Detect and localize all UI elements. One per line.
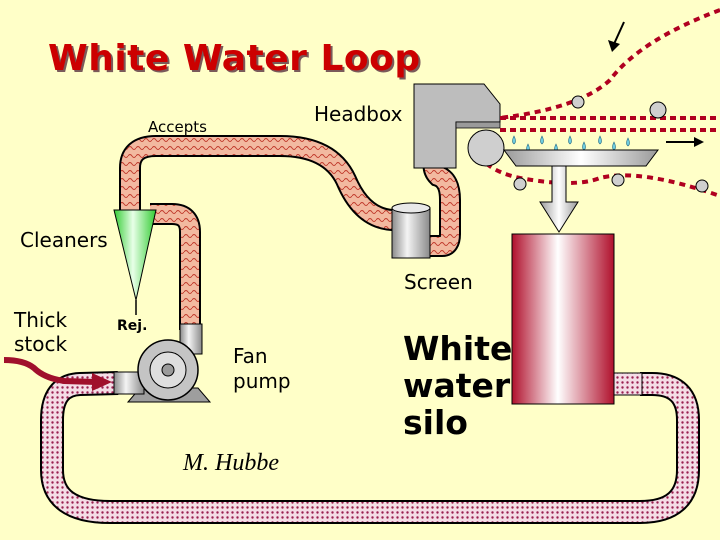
screen-label: Screen	[404, 270, 473, 294]
thick-stock-label: Thick stock	[14, 308, 67, 356]
accepts-pipe	[119, 135, 402, 231]
white-water-return-pipe	[40, 371, 700, 524]
thick-stock-line-1: Thick	[14, 308, 68, 332]
silo-line-2: water	[403, 366, 511, 405]
headbox-icon	[413, 83, 501, 169]
fan-pump-label: Fan pump	[233, 344, 291, 394]
accepts-label: Accepts	[148, 118, 207, 136]
pressure-screen-icon	[391, 202, 431, 259]
author-signature: M. Hubbe	[183, 450, 279, 476]
incoming-arrow-icon	[608, 21, 625, 52]
forming-wire-icon	[467, 8, 720, 198]
cleaners-label: Cleaners	[20, 228, 108, 252]
white-water-silo-label: White water silo	[403, 330, 512, 441]
diagram-title: White Water Loop	[48, 38, 421, 79]
silo-line-3: silo	[403, 403, 468, 442]
headbox-label: Headbox	[314, 102, 403, 126]
paper-direction-arrow-icon	[666, 137, 704, 147]
silo-icon	[511, 233, 615, 405]
rejects-label: Rej.	[117, 318, 148, 334]
silo-line-1: White	[403, 329, 513, 368]
wire-tray	[503, 149, 659, 167]
flow-arrow-icon	[539, 165, 579, 233]
silo-outlet	[613, 372, 643, 396]
cleaner-cone-icon	[113, 209, 157, 315]
screen-to-headbox-pipe	[422, 157, 461, 257]
fan-pump-icon	[113, 323, 212, 403]
fan-pump-line-1: Fan	[233, 344, 268, 368]
fan-pump-line-2: pump	[233, 369, 291, 393]
thick-stock-line-2: stock	[14, 332, 68, 356]
thick-stock-arrow-icon	[3, 357, 112, 391]
pump-discharge-pipe	[150, 203, 201, 330]
